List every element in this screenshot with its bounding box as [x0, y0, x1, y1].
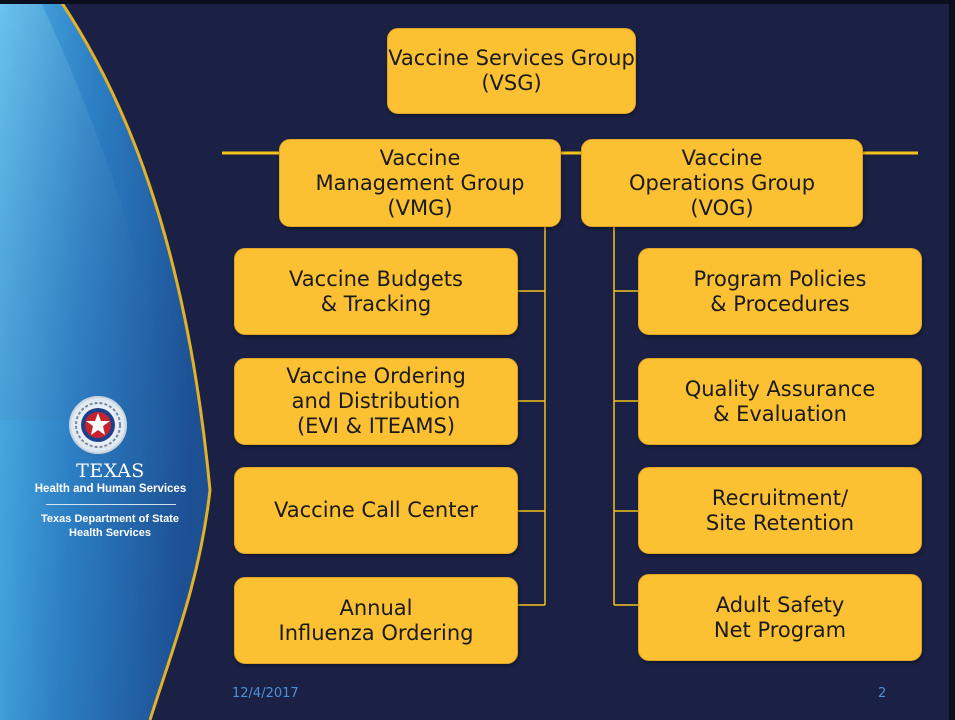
footer-page-number: 2 — [878, 686, 887, 701]
vsg-box: Vaccine Services Group (VSG) — [387, 28, 636, 114]
vmg-unit-ordering: Vaccine Ordering and Distribution (EVI &… — [234, 358, 518, 445]
sidebar-sheen — [0, 0, 168, 420]
vmg-unit-influenza: Annual Influenza Ordering — [234, 577, 518, 664]
vog-unit-quality: Quality Assurance & Evaluation — [638, 358, 922, 445]
vog-unit-policies: Program Policies & Procedures — [638, 248, 922, 335]
vmg-box: Vaccine Management Group (VMG) — [279, 139, 561, 227]
logo-wordmark: TEXAS — [76, 460, 145, 482]
footer-date: 12/4/2017 — [232, 686, 299, 701]
logo-agency: Health and Human Services — [34, 483, 187, 495]
vog-unit-adult-safety: Adult Safety Net Program — [638, 574, 922, 661]
vmg-unit-budgets: Vaccine Budgets & Tracking — [234, 248, 518, 335]
logo-department: Texas Department of State Health Service… — [41, 513, 179, 539]
vmg-unit-call-center: Vaccine Call Center — [234, 467, 518, 554]
sidebar-gold-edge — [58, 0, 212, 720]
vog-unit-recruitment: Recruitment/ Site Retention — [638, 467, 922, 554]
texas-seal-icon — [69, 396, 127, 454]
vog-box: Vaccine Operations Group (VOG) — [581, 139, 863, 227]
logo-divider — [46, 504, 176, 505]
